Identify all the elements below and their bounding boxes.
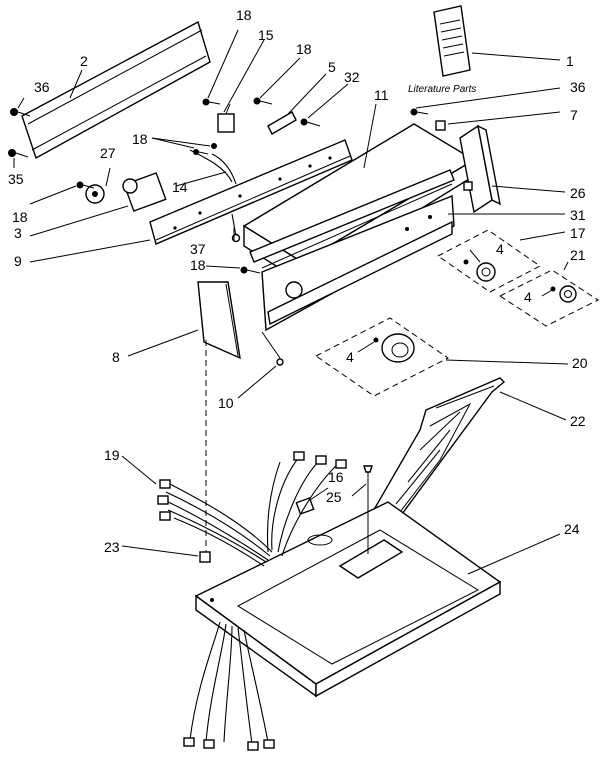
- label-18-e: 18: [190, 257, 206, 273]
- dryer-top-part: [194, 501, 502, 698]
- label-18-d: 18: [12, 209, 28, 225]
- clip-7: [435, 120, 446, 131]
- label-8: 8: [112, 349, 120, 365]
- label-20: 20: [572, 355, 588, 371]
- screw-18-left: [76, 181, 95, 189]
- leader-lines: [13, 29, 569, 575]
- callout-labels: 1 2 3 4 4 4 5 7 8 9 10 11 14 15 16 17 18…: [8, 7, 588, 555]
- label-14: 14: [172, 179, 188, 195]
- label-19: 19: [104, 447, 120, 463]
- label-22: 22: [570, 413, 586, 429]
- label-35: 35: [8, 171, 24, 187]
- switch-part: [217, 103, 235, 133]
- screw-25: [363, 465, 373, 554]
- end-cap-part: [459, 124, 501, 214]
- label-10: 10: [218, 395, 234, 411]
- label-18-b: 18: [296, 41, 312, 57]
- control-mounting-bracket-part: [149, 139, 353, 245]
- screw-18-top: [202, 98, 221, 106]
- clip-10: [261, 331, 284, 366]
- small-bracket-part: [267, 111, 297, 135]
- console-panel-part: [242, 123, 476, 332]
- label-36-a: 36: [34, 79, 50, 95]
- left-end-cap-part: [197, 281, 241, 360]
- screw-35: [8, 149, 29, 158]
- knob-group-21: [498, 269, 600, 327]
- label-25: 25: [326, 489, 342, 505]
- screw-36-left: [10, 108, 31, 117]
- screw-18-lower: [240, 266, 261, 274]
- label-15: 15: [258, 27, 274, 43]
- label-23: 23: [104, 539, 120, 555]
- timer-part: [85, 172, 167, 212]
- knob-group-20: [315, 317, 449, 397]
- label-26: 26: [570, 185, 586, 201]
- label-32: 32: [344, 69, 360, 85]
- label-21: 21: [570, 247, 586, 263]
- label-2: 2: [80, 53, 88, 69]
- label-11: 11: [374, 87, 389, 103]
- label-18-a: 18: [236, 7, 252, 23]
- label-24: 24: [564, 521, 580, 537]
- knob-group-17: [437, 229, 541, 293]
- label-5: 5: [328, 59, 336, 75]
- label-7: 7: [570, 107, 578, 123]
- label-16: 16: [328, 469, 344, 485]
- label-37: 37: [190, 241, 206, 257]
- screw-18-mid: [253, 97, 273, 105]
- label-4-b: 4: [524, 289, 532, 305]
- wires-14: [189, 149, 237, 185]
- label-27: 27: [100, 145, 116, 161]
- label-18-c: 18: [132, 131, 148, 147]
- label-4-a: 4: [496, 241, 504, 257]
- rear-trim-strip-part: [21, 20, 211, 160]
- label-17: 17: [570, 225, 586, 241]
- label-3: 3: [14, 225, 22, 241]
- literature-parts-caption: Literature Parts: [408, 84, 476, 95]
- screw-36-right: [410, 108, 429, 116]
- literature-booklet-part: [433, 5, 471, 77]
- screw-18-b: [211, 143, 217, 149]
- screw-32: [300, 118, 321, 127]
- wire-harness-part: [157, 451, 347, 751]
- label-4-c: 4: [346, 349, 354, 365]
- screw-18-a: [193, 149, 209, 155]
- part-37: [231, 213, 241, 243]
- label-9: 9: [14, 253, 22, 269]
- clip-23: [199, 551, 211, 563]
- label-1: 1: [566, 53, 574, 69]
- label-31: 31: [570, 207, 586, 223]
- label-36-b: 36: [570, 79, 586, 95]
